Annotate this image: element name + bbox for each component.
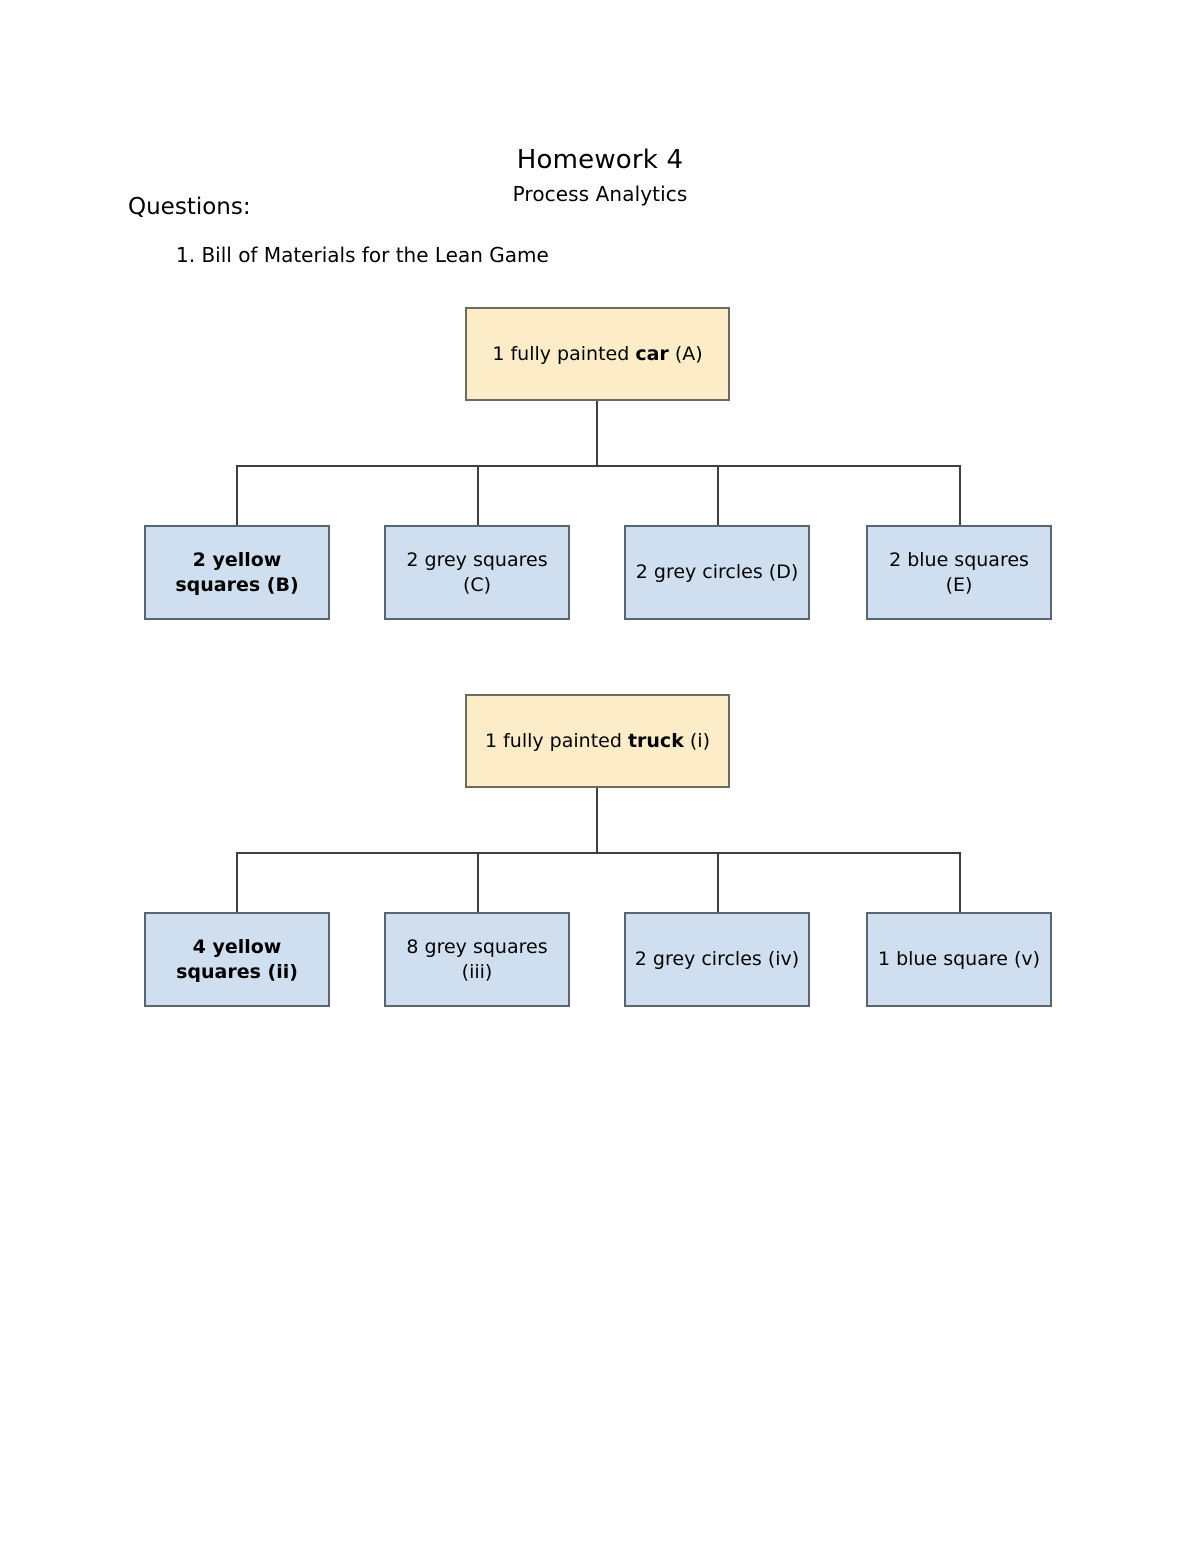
bom-diagram-car: 1 fully painted car (A) 2 yellow squares… (0, 307, 1200, 630)
bom-node-car-child-d: 2 grey circles (D) (624, 525, 810, 620)
connector-drop-4 (959, 852, 961, 912)
connector-stem (596, 788, 598, 853)
page-subtitle: Process Analytics (512, 182, 688, 206)
bom-node-car-child-b: 2 yellow squares (B) (144, 525, 330, 620)
bom-node-truck-root: 1 fully painted truck (i) (465, 694, 730, 788)
bom-node-truck-child-ii: 4 yellow squares (ii) (144, 912, 330, 1007)
bom-node-car-child-c: 2 grey squares (C) (384, 525, 570, 620)
bom-node-car-child-e: 2 blue squares (E) (866, 525, 1052, 620)
bom-node-truck-child-iv: 2 grey circles (iv) (624, 912, 810, 1007)
connector-bar (236, 852, 961, 854)
bom-diagram-truck: 1 fully painted truck (i) 4 yellow squar… (0, 694, 1200, 1007)
document-header: Homework 4 Process Analytics Questions: … (0, 0, 1200, 290)
connector-drop-1 (236, 852, 238, 912)
question-item-1: 1. Bill of Materials for the Lean Game (176, 243, 549, 267)
bom-node-car-root-label: 1 fully painted car (A) (492, 342, 703, 365)
connector-bar (236, 465, 961, 467)
bom-node-car-root: 1 fully painted car (A) (465, 307, 730, 401)
connector-drop-2 (477, 465, 479, 525)
connector-drop-4 (959, 465, 961, 525)
page-title: Homework 4 (516, 145, 684, 175)
connector-drop-2 (477, 852, 479, 912)
bom-node-truck-root-label: 1 fully painted truck (i) (484, 729, 710, 752)
questions-heading: Questions: (128, 194, 251, 220)
bom-node-truck-child-iii: 8 grey squares (iii) (384, 912, 570, 1007)
connector-drop-1 (236, 465, 238, 525)
connector-stem (596, 401, 598, 466)
connector-drop-3 (717, 852, 719, 912)
connector-drop-3 (717, 465, 719, 525)
bom-node-truck-child-v: 1 blue square (v) (866, 912, 1052, 1007)
